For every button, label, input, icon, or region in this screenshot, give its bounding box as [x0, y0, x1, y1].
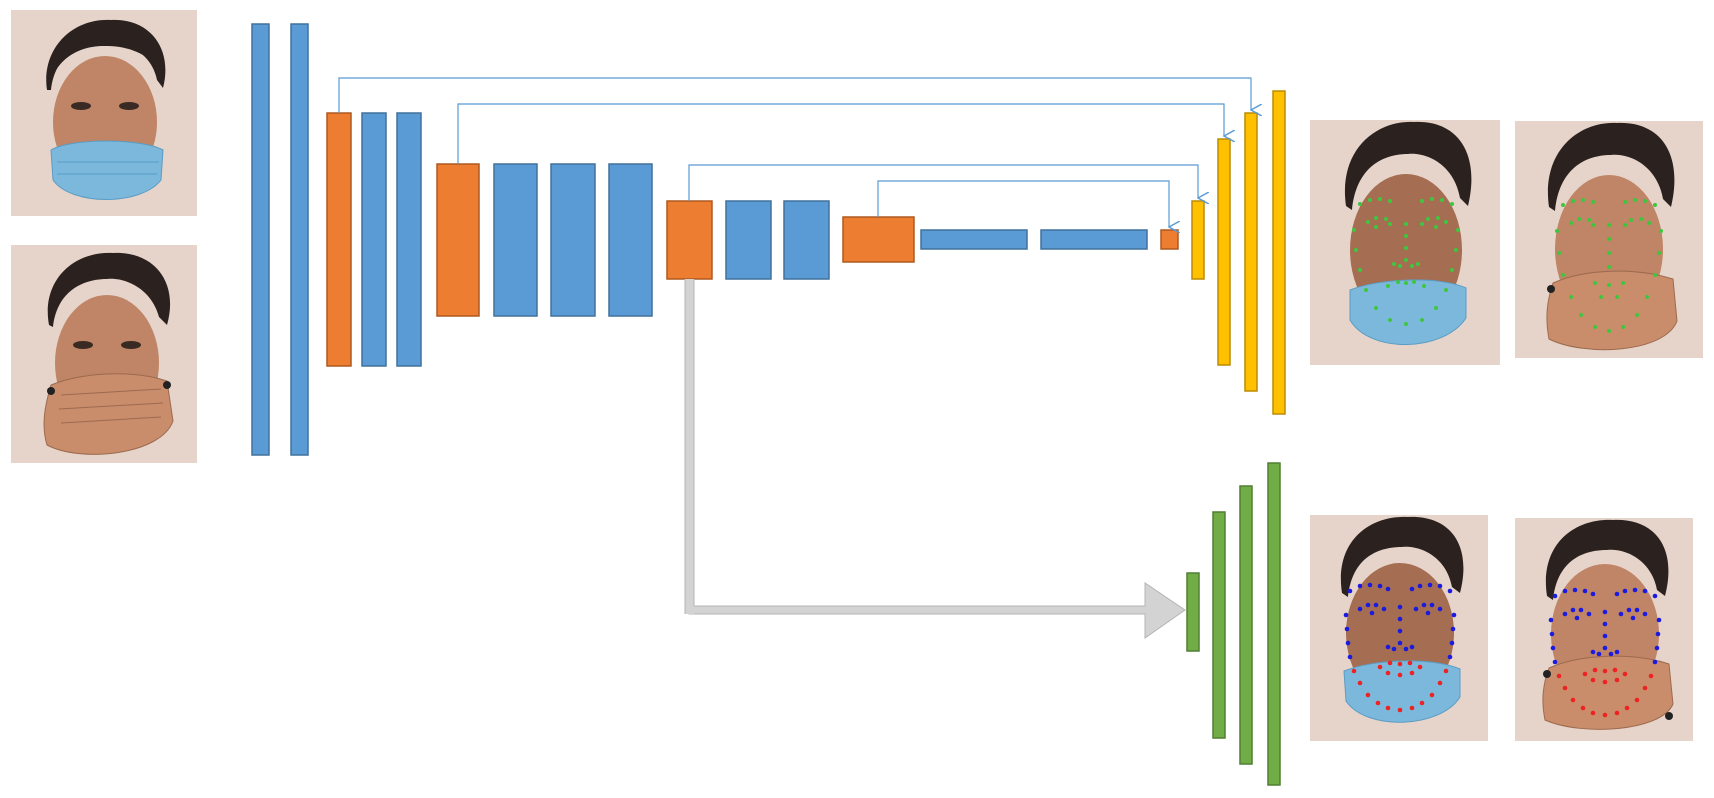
encoder-layer-8	[725, 200, 772, 280]
downsample-layer-3	[666, 200, 713, 280]
head-layer-2	[1212, 511, 1226, 739]
encoder	[251, 23, 1179, 456]
encoder-layer-9	[783, 200, 830, 280]
skip-connection-4	[877, 180, 1169, 227]
input-photo-hand-covering	[11, 245, 197, 463]
downsample-layer-5	[1160, 229, 1179, 250]
downsample-layer-2	[436, 163, 480, 317]
landmark-result-masked	[1310, 120, 1500, 365]
skip-connection-2	[457, 103, 1224, 164]
downsample-layer-4	[842, 216, 915, 263]
encoder-layer-10	[920, 229, 1028, 250]
decoder-layer-2	[1217, 138, 1231, 366]
visible-landmarks	[1548, 587, 1662, 665]
encoder-layer-5	[493, 163, 538, 317]
skip-connection-1	[338, 77, 1251, 113]
decoder-layer-4	[1272, 90, 1286, 415]
decoder-layer-1	[1191, 200, 1205, 280]
visible-landmarks	[1343, 582, 1457, 660]
head-layer-3	[1239, 485, 1253, 765]
decoder-layer-3	[1244, 112, 1258, 392]
encoder-layer-3	[361, 112, 387, 367]
encoder-layer-11	[1040, 229, 1148, 250]
encoder-layer-6	[550, 163, 596, 317]
encoder-layer-4	[396, 112, 422, 367]
encoder-layer-2	[290, 23, 309, 456]
input-photo-masked	[11, 10, 197, 216]
occluded-landmarks	[1351, 660, 1449, 713]
encoder-layer-7	[608, 163, 653, 317]
skip-connection-3	[688, 164, 1198, 201]
occlusion-branch-arrow	[684, 279, 1186, 639]
landmark-result-hand-covering	[1515, 121, 1703, 358]
head-layer-4	[1267, 462, 1281, 786]
green-landmarks	[1555, 198, 1663, 333]
occlusion-result-hand-covering	[1515, 518, 1693, 741]
occlusion-result-masked	[1310, 515, 1488, 741]
green-landmarks	[1352, 197, 1460, 326]
downsample-layer-1	[326, 112, 352, 367]
skip-connections	[338, 77, 1251, 227]
occluded-landmarks	[1556, 667, 1654, 718]
occlusion-head	[1186, 462, 1281, 786]
encoder-layer-1	[251, 23, 270, 456]
decoder	[1191, 90, 1286, 415]
head-layer-1	[1186, 572, 1200, 652]
